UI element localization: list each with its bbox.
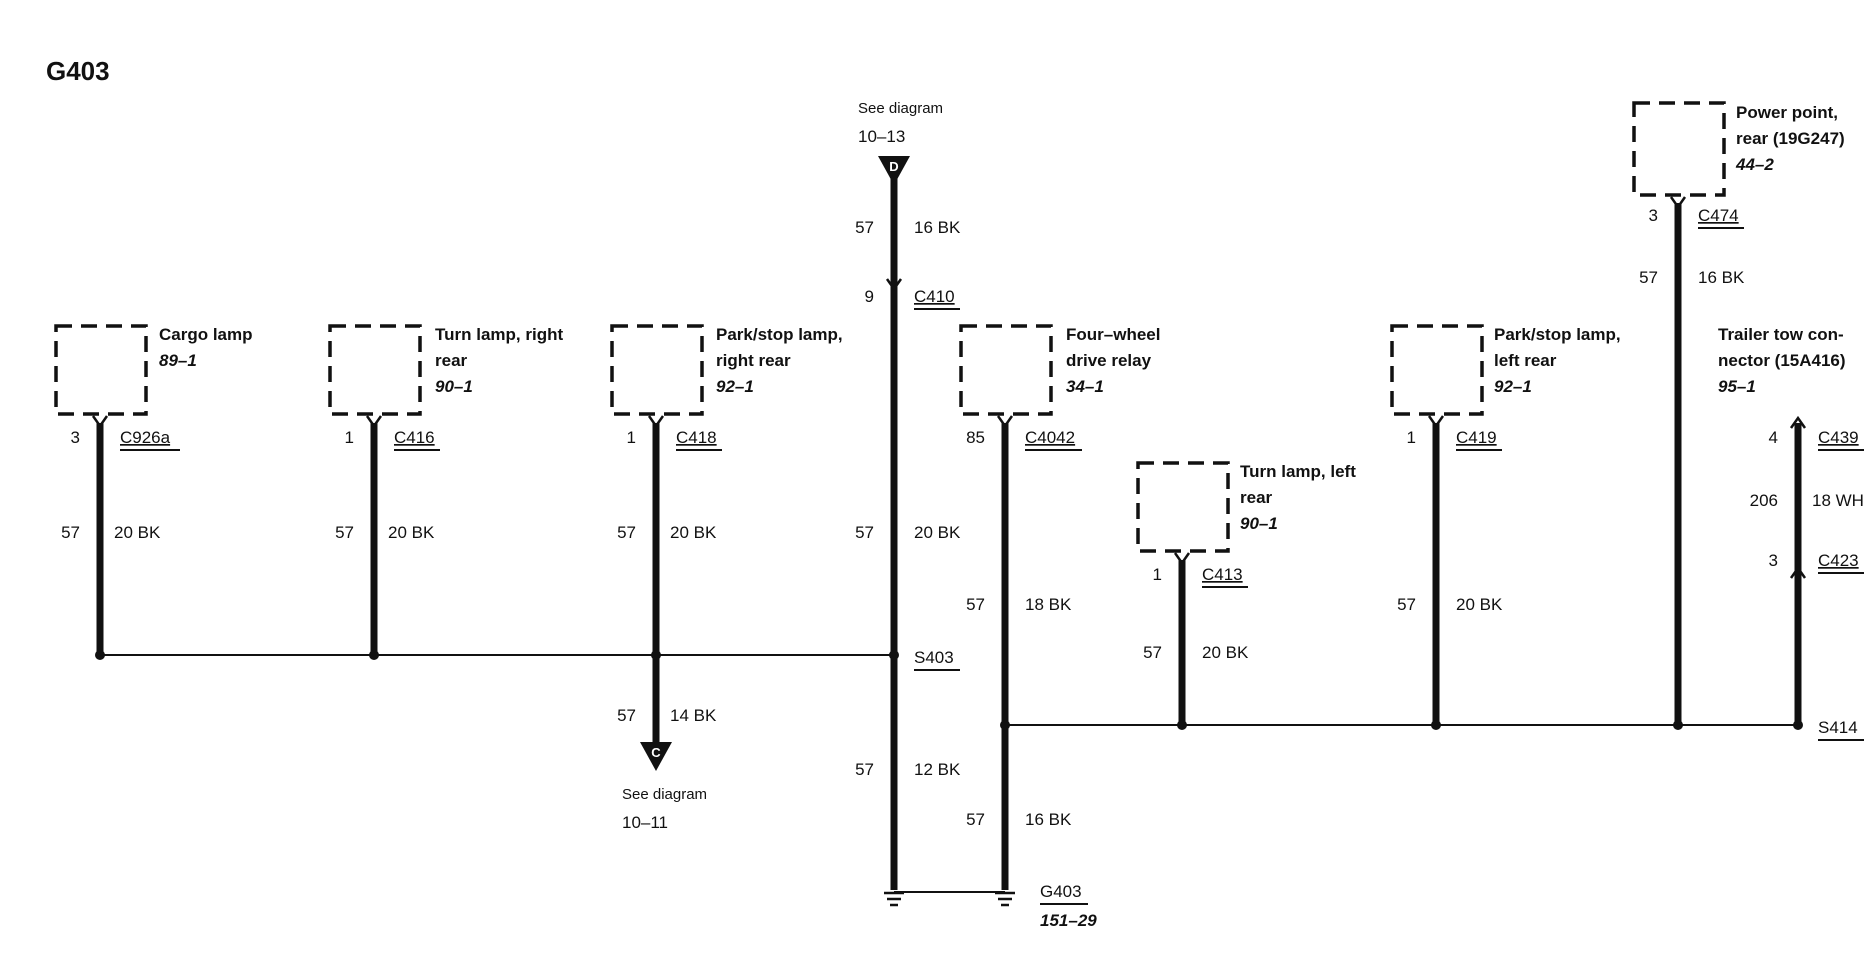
cargo-lamp-label: Cargo lamp <box>159 325 253 344</box>
wire-g12-circuit: 57 <box>855 760 874 779</box>
turn-lr-ref[interactable]: 90–1 <box>1240 514 1278 533</box>
wire-g16-circuit: 57 <box>966 810 985 829</box>
relay-ref[interactable]: 34–1 <box>1066 377 1104 396</box>
wire-top-spec: 16 BK <box>914 218 961 237</box>
c413-name: C413 <box>1202 565 1243 584</box>
wire-park-rr-spec: 20 BK <box>670 523 717 542</box>
wire-trailer-circuit: 206 <box>1750 491 1778 510</box>
turn-lr-label-2: rear <box>1240 488 1273 507</box>
c419-pin: 1 <box>1407 428 1416 447</box>
cargo-lamp-ref[interactable]: 89–1 <box>159 351 197 370</box>
power-point-label-2: rear (19G247) <box>1736 129 1845 148</box>
connector-ticks <box>91 196 1807 579</box>
c413-pin: 1 <box>1153 565 1162 584</box>
wire-turn-rr-spec: 20 BK <box>388 523 435 542</box>
c926a-pin: 3 <box>71 428 80 447</box>
c410-pin: 9 <box>865 287 874 306</box>
component-box-turn-lamp-right-rear <box>328 324 422 416</box>
wire-power-circuit: 57 <box>1639 268 1658 287</box>
turn-rr-ref[interactable]: 90–1 <box>435 377 473 396</box>
wire-c410-circuit: 57 <box>855 523 874 542</box>
wire-power-spec: 16 BK <box>1698 268 1745 287</box>
see-diagram-bottom-page[interactable]: 10–11 <box>622 813 668 832</box>
c419-name: C419 <box>1456 428 1497 447</box>
c4042-pin: 85 <box>966 428 985 447</box>
wire-c410-spec: 20 BK <box>914 523 961 542</box>
component-box-turn-lamp-left-rear <box>1136 461 1230 553</box>
c4042-name: C4042 <box>1025 428 1075 447</box>
splice-s414-label: S414 <box>1818 718 1858 737</box>
wire-g16-spec: 16 BK <box>1025 810 1072 829</box>
wire-park-lr-spec: 20 BK <box>1456 595 1503 614</box>
relay-label-2: drive relay <box>1066 351 1152 370</box>
ground-g403-ref[interactable]: 151–29 <box>1040 911 1097 930</box>
trailer-label-2: nector (15A416) <box>1718 351 1846 370</box>
splice-s403-label: S403 <box>914 648 954 667</box>
wire-top-circuit: 57 <box>855 218 874 237</box>
offpage-c-letter: C <box>651 745 661 760</box>
wire-turn-rr-circuit: 57 <box>335 523 354 542</box>
offpage-d-letter: D <box>889 159 898 174</box>
component-box-four-wheel-drive-relay <box>959 324 1053 416</box>
component-box-power-point-rear <box>1632 101 1726 197</box>
ground-symbol-left <box>884 891 904 907</box>
trailer-ref[interactable]: 95–1 <box>1718 377 1756 396</box>
see-diagram-top-label: See diagram <box>858 100 943 117</box>
wire-cargo-circuit: 57 <box>61 523 80 542</box>
ground-symbol-right <box>995 891 1015 907</box>
c439-name: C439 <box>1818 428 1859 447</box>
c926a-name: C926a <box>120 428 171 447</box>
wire-c14-circuit: 57 <box>617 706 636 725</box>
c416-pin: 1 <box>345 428 354 447</box>
turn-rr-label-2: rear <box>435 351 468 370</box>
park-lr-label-2: left rear <box>1494 351 1557 370</box>
c418-pin: 1 <box>627 428 636 447</box>
wire-turn-lr-circuit: 57 <box>1143 643 1162 662</box>
wire-g12-spec: 12 BK <box>914 760 961 779</box>
c439-pin: 4 <box>1769 428 1778 447</box>
see-diagram-top-page[interactable]: 10–13 <box>858 127 905 146</box>
component-box-cargo-lamp <box>54 324 148 416</box>
c423-name: C423 <box>1818 551 1859 570</box>
component-box-park-stop-right-rear <box>610 324 704 416</box>
wire-park-lr-circuit: 57 <box>1397 595 1416 614</box>
power-point-ref[interactable]: 44–2 <box>1735 155 1774 174</box>
wire-trailer-spec: 18 WH <box>1812 491 1864 510</box>
c474-pin: 3 <box>1649 206 1658 225</box>
turn-rr-label-1: Turn lamp, right <box>435 325 563 344</box>
see-diagram-bottom-label: See diagram <box>622 786 707 803</box>
park-rr-label-1: Park/stop lamp, <box>716 325 843 344</box>
c423-pin: 3 <box>1769 551 1778 570</box>
turn-lr-label-1: Turn lamp, left <box>1240 462 1356 481</box>
wire-c14-spec: 14 BK <box>670 706 717 725</box>
wire-turn-lr-spec: 20 BK <box>1202 643 1249 662</box>
wire-relay-spec: 18 BK <box>1025 595 1072 614</box>
offpage-c[interactable]: C <box>640 742 672 771</box>
trailer-label-1: Trailer tow con- <box>1718 325 1844 344</box>
c418-name: C418 <box>676 428 717 447</box>
diagram-title: G403 <box>46 56 110 86</box>
wire-park-rr-circuit: 57 <box>617 523 636 542</box>
wire-relay-circuit: 57 <box>966 595 985 614</box>
park-rr-label-2: right rear <box>716 351 791 370</box>
c416-name: C416 <box>394 428 435 447</box>
component-box-park-stop-left-rear <box>1390 324 1484 416</box>
c410-name: C410 <box>914 287 955 306</box>
power-point-label-1: Power point, <box>1736 103 1838 122</box>
park-lr-ref[interactable]: 92–1 <box>1494 377 1532 396</box>
park-rr-ref[interactable]: 92–1 <box>716 377 754 396</box>
wire-cargo-spec: 20 BK <box>114 523 161 542</box>
relay-label-1: Four–wheel <box>1066 325 1160 344</box>
c474-name: C474 <box>1698 206 1739 225</box>
ground-g403-label: G403 <box>1040 882 1082 901</box>
offpage-d[interactable]: D <box>878 156 910 185</box>
park-lr-label-1: Park/stop lamp, <box>1494 325 1621 344</box>
splice-dots <box>95 650 1803 730</box>
